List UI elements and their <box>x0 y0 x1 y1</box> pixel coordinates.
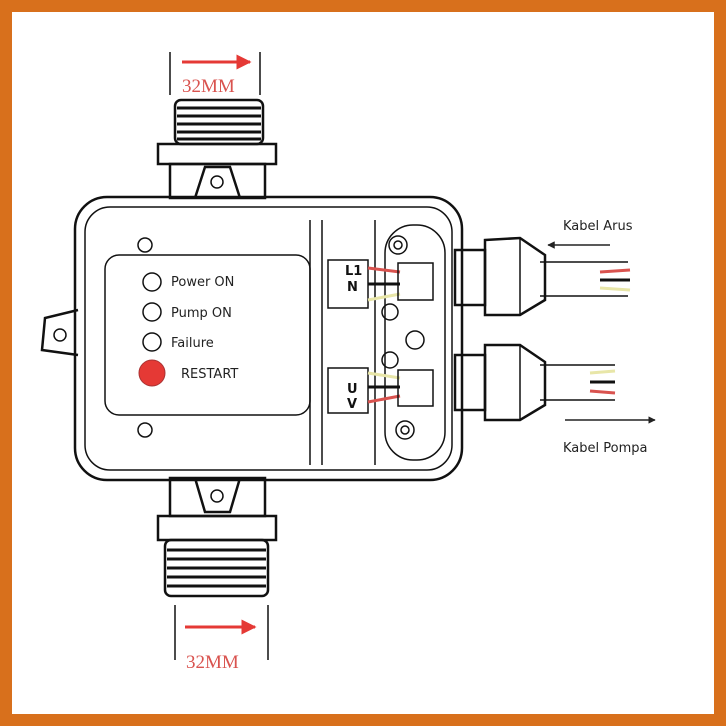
failure-label: Failure <box>171 336 214 351</box>
svg-text:L1: L1 <box>345 264 362 279</box>
power-on-label: Power ON <box>171 275 234 290</box>
screw-icon <box>137 422 153 438</box>
failure-led <box>142 332 162 352</box>
cable-out-label: Kabel Pompa <box>563 441 647 456</box>
mounting-lug <box>40 308 79 357</box>
input-cable <box>453 236 631 317</box>
power-on-led <box>142 272 162 292</box>
controller-body <box>73 195 464 482</box>
top-fitting <box>156 98 278 200</box>
pump-on-label: Pump ON <box>171 306 232 321</box>
screw-icon <box>137 237 153 253</box>
bottom-fitting <box>156 476 278 598</box>
ground-icon <box>381 351 399 369</box>
bottom-dimension: 32MM <box>174 605 269 673</box>
output-cable <box>453 343 616 422</box>
pump-on-led <box>142 302 162 322</box>
screw-icon <box>53 328 67 342</box>
restart-button[interactable] <box>138 359 166 387</box>
ground-icon <box>381 303 399 321</box>
top-dimension: 32MM <box>169 52 261 97</box>
screw-icon <box>210 489 224 503</box>
dimension-label-top: 32MM <box>182 76 235 97</box>
svg-text:U: U <box>347 382 358 397</box>
screw-icon <box>210 175 224 189</box>
svg-text:V: V <box>347 397 357 412</box>
svg-text:N: N <box>347 280 358 295</box>
restart-label: RESTART <box>181 367 238 382</box>
cable-in-label: Kabel Arus <box>563 219 633 234</box>
output-terminal-block <box>327 367 369 414</box>
dimension-label-bottom: 32MM <box>186 652 239 673</box>
